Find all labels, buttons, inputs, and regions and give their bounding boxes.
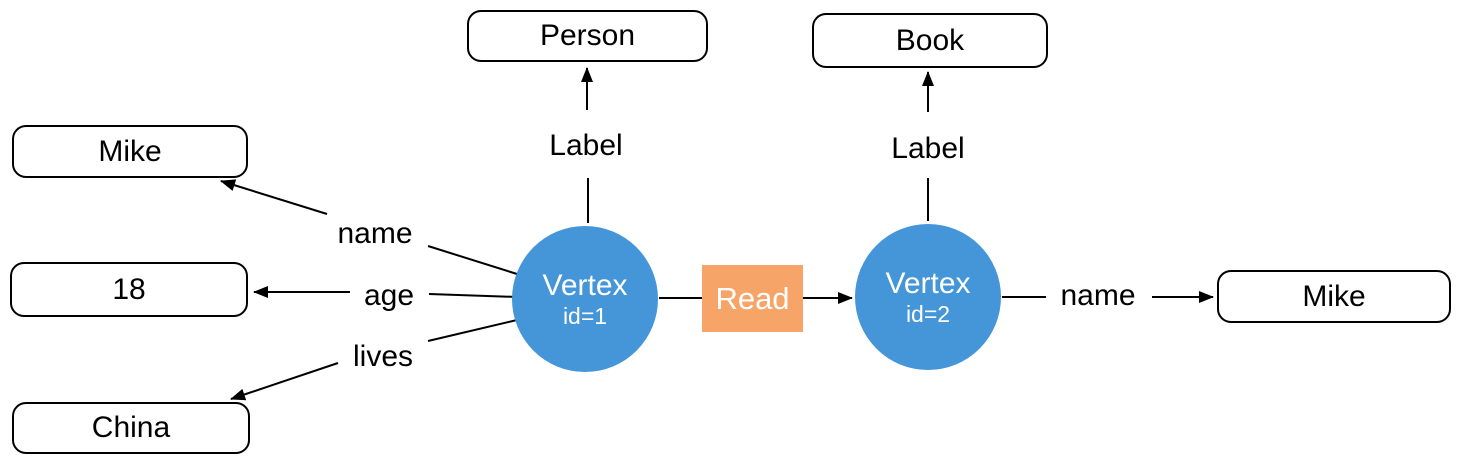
vertex-1-id: id=1 <box>562 303 608 329</box>
edge-label-v1-label: Label <box>549 129 623 162</box>
node-mike-right-label: Mike <box>1302 279 1366 313</box>
node-mike-left-label: Mike <box>98 134 162 168</box>
edge-label-v2-label: Label <box>891 132 965 165</box>
node-china: China <box>12 402 250 454</box>
node-vertex-1: Vertex id=1 <box>512 226 658 372</box>
node-mike-left: Mike <box>12 125 248 178</box>
node-person: Person <box>467 10 708 62</box>
node-china-label: China <box>91 411 171 444</box>
node-mike-right: Mike <box>1217 270 1451 323</box>
connector-lives-china-arrow <box>230 362 339 401</box>
node-book: Book <box>812 13 1048 68</box>
node-age-value-label: 18 <box>112 272 146 306</box>
connector-v1-lives-stem <box>427 319 518 342</box>
vertex-2-id: id=2 <box>905 301 951 327</box>
node-age-value: 18 <box>10 262 248 317</box>
connector-v1-name-stem <box>427 245 518 275</box>
edge-label-name-left: name <box>337 217 413 250</box>
node-book-label: Book <box>895 23 965 57</box>
connector-v1-age-stem <box>428 293 519 298</box>
edge-label-lives: lives <box>352 340 414 373</box>
edge-read: Read <box>702 265 803 332</box>
edge-label-age: age <box>363 279 415 312</box>
vertex-1-title: Vertex <box>542 269 628 302</box>
node-person-label: Person <box>539 19 636 52</box>
vertex-2-title: Vertex <box>885 267 971 300</box>
edge-label-name-right: name <box>1060 279 1136 312</box>
edge-read-label: Read <box>715 280 790 316</box>
node-vertex-2: Vertex id=2 <box>855 224 1001 370</box>
connector-name-mike-left-arrow <box>220 179 328 215</box>
